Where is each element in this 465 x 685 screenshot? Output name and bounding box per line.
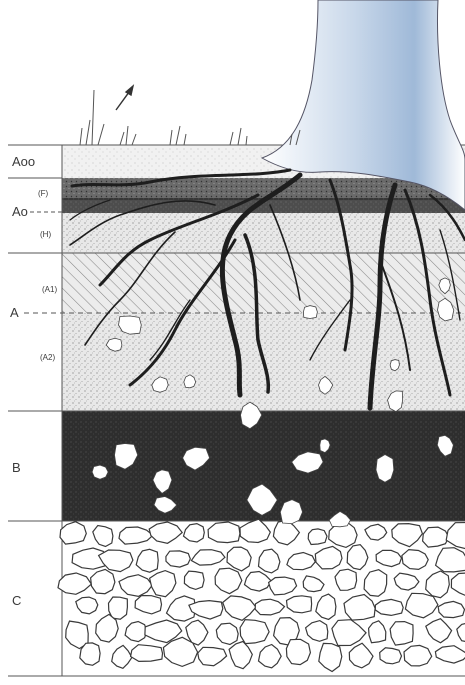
boulder [335,569,357,590]
boulder [404,645,432,666]
pebble [119,316,142,334]
grass-icon [80,90,300,145]
label-a1: (A1) [42,285,57,294]
boulder [390,622,413,646]
label-a2: (A2) [40,353,55,362]
label-h: (H) [40,230,51,239]
boulder [286,639,310,664]
pebble [303,306,317,319]
boulder [131,645,163,662]
layer-h [62,213,465,253]
pebble [92,465,108,479]
boulder [308,529,327,545]
horizon-labels: Aoo (F) Ao (H) (A1) A (A2) B C [10,154,57,608]
pebble [376,455,394,483]
label-f: (F) [38,189,49,198]
label-a: A [10,305,19,320]
label-b: B [12,460,21,475]
pebble [280,500,302,524]
boulder [423,527,449,547]
boulder [380,648,402,664]
label-ao: Ao [12,204,28,219]
label-aoo: Aoo [12,154,35,169]
arrow-icon [116,86,133,110]
boulder [208,522,240,543]
boulder [80,643,100,665]
boulder [240,620,269,644]
boulder [166,551,190,567]
label-c: C [12,593,21,608]
boulder [375,599,403,615]
